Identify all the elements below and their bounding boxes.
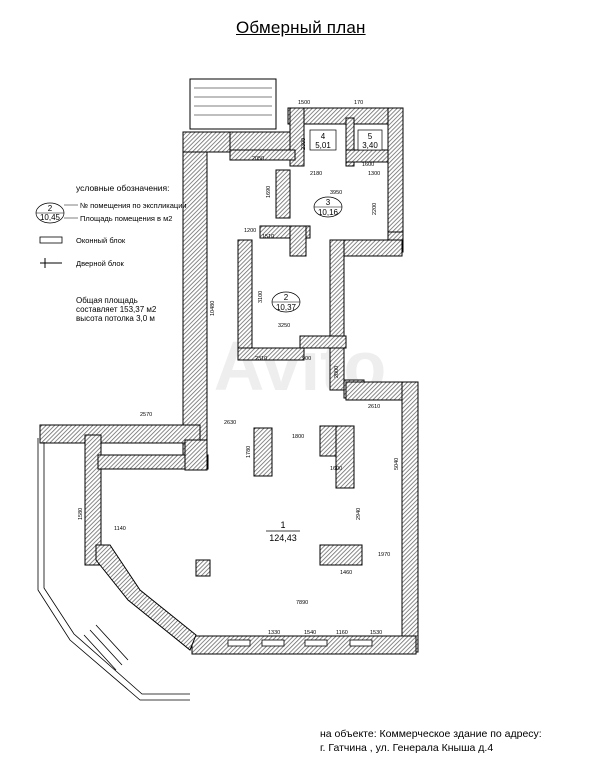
- room-marker-2: 2 10,37: [271, 291, 301, 313]
- legend-room-symbol: 2 10,45: [35, 202, 78, 224]
- room-marker-3: 3 10,16: [313, 196, 343, 218]
- legend-window-symbol: [39, 236, 63, 244]
- svg-text:170: 170: [354, 100, 363, 106]
- svg-text:10,45: 10,45: [40, 213, 61, 222]
- svg-text:1: 1: [280, 520, 285, 530]
- svg-text:2000: 2000: [334, 366, 340, 378]
- svg-text:1330: 1330: [268, 630, 280, 636]
- svg-text:2: 2: [284, 293, 289, 302]
- svg-text:1540: 1540: [304, 630, 316, 636]
- legend-door-symbol: [40, 258, 62, 268]
- interior-walls: [195, 149, 389, 577]
- legend-window-label: Оконный блок: [76, 236, 126, 245]
- object-caption: на объекте: Коммерческое здание по адрес…: [320, 728, 542, 754]
- svg-text:1160: 1160: [336, 630, 348, 636]
- svg-text:900: 900: [302, 356, 311, 362]
- room-marker-5: 5 3,40: [357, 129, 383, 151]
- page-title: Обмерный план: [236, 18, 366, 37]
- svg-text:1510: 1510: [262, 234, 274, 240]
- svg-text:3100: 3100: [258, 291, 264, 303]
- svg-text:1500: 1500: [298, 100, 310, 106]
- terrace-outline: [37, 438, 190, 701]
- svg-text:2570: 2570: [140, 412, 152, 418]
- svg-text:2050: 2050: [252, 156, 264, 162]
- svg-text:3250: 3250: [278, 323, 290, 329]
- dimension-labels: 1500 170 2050 2300 1600 2180 1300 3950 2…: [78, 100, 400, 636]
- svg-text:1200: 1200: [244, 228, 256, 234]
- svg-text:10480: 10480: [210, 301, 216, 316]
- svg-text:5: 5: [368, 132, 373, 141]
- svg-text:5,01: 5,01: [315, 141, 331, 150]
- stair-block: [189, 78, 277, 130]
- svg-text:1970: 1970: [378, 552, 390, 558]
- svg-text:1300: 1300: [368, 171, 380, 177]
- svg-text:4: 4: [321, 132, 326, 141]
- svg-text:1460: 1460: [340, 570, 352, 576]
- svg-text:2630: 2630: [224, 420, 236, 426]
- svg-text:1580: 1580: [78, 508, 84, 520]
- svg-text:1600: 1600: [330, 466, 342, 472]
- svg-text:10,16: 10,16: [318, 208, 339, 217]
- legend-door-label: Дверной блок: [76, 259, 124, 268]
- svg-text:124,43: 124,43: [269, 533, 297, 543]
- svg-text:1600: 1600: [362, 162, 374, 168]
- svg-text:2940: 2940: [356, 508, 362, 520]
- svg-text:1140: 1140: [114, 526, 126, 532]
- svg-text:7890: 7890: [296, 600, 308, 606]
- svg-text:2300: 2300: [301, 138, 307, 150]
- svg-text:2610: 2610: [368, 404, 380, 410]
- svg-text:2200: 2200: [372, 203, 378, 215]
- room-marker-1: 1 124,43: [266, 520, 300, 543]
- window-blocks: [227, 639, 373, 647]
- svg-text:1780: 1780: [246, 446, 252, 458]
- room-marker-4: 4 5,01: [309, 129, 337, 151]
- svg-text:3: 3: [326, 198, 331, 207]
- svg-text:5040: 5040: [394, 458, 400, 470]
- svg-text:3,40: 3,40: [362, 141, 378, 150]
- total-area-note: Общая площадь составляет 153,37 м2 высот…: [76, 296, 157, 323]
- svg-text:3950: 3950: [330, 190, 342, 196]
- svg-text:1530: 1530: [370, 630, 382, 636]
- svg-text:2180: 2180: [310, 171, 322, 177]
- svg-text:1800: 1800: [292, 434, 304, 440]
- exterior-walls: [39, 107, 419, 655]
- svg-text:10,37: 10,37: [276, 303, 297, 312]
- legend-room-number-label: № помещения по экспликации: [80, 201, 187, 210]
- legend-heading: условные обозначения:: [76, 183, 170, 193]
- svg-text:1690: 1690: [266, 186, 272, 198]
- svg-text:2310: 2310: [255, 356, 267, 362]
- legend-room-area-label: Площадь помещения в м2: [80, 214, 173, 223]
- svg-text:2: 2: [48, 204, 53, 213]
